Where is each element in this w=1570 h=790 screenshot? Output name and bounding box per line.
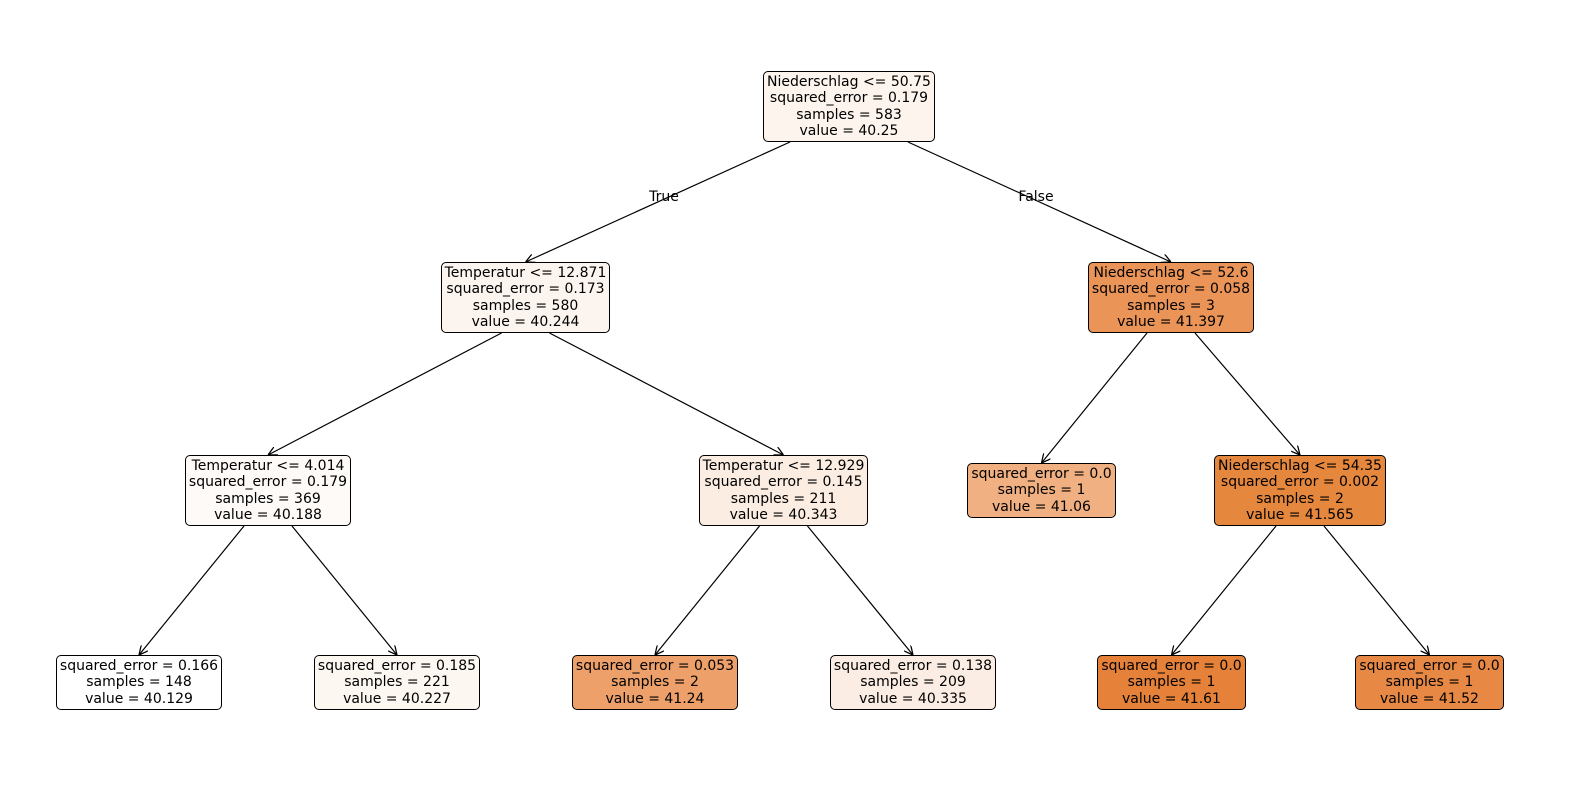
node-text-line: value = 40.188 <box>214 507 322 523</box>
node-text-line: Temperatur <= 12.929 <box>702 457 865 474</box>
node-text-line: value = 40.129 <box>85 690 193 707</box>
tree-edge-n5-n6 <box>655 525 760 655</box>
node-text-line: squared_error = 0.179 <box>188 474 348 490</box>
node-text-line: value = 41.24 <box>605 690 705 707</box>
node-text-line: samples = 583 <box>796 106 902 123</box>
node-text-line: Temperatur <= 12.871 <box>444 264 607 281</box>
tree-edge-n10-n12 <box>1323 525 1430 655</box>
node-text-line: samples = 1 <box>1385 674 1474 691</box>
node-text-line: squared_error = 0.0 <box>1359 657 1500 674</box>
tree-edge-n5-n7 <box>807 525 914 655</box>
tree-edge-n1-n2 <box>268 332 502 455</box>
node-text-line: squared_error = 0.053 <box>575 657 735 674</box>
node-text-line: value = 41.397 <box>1117 314 1225 330</box>
node-text-line: value = 40.244 <box>471 314 580 330</box>
tree-edge-n2-n3 <box>139 525 245 655</box>
node-text-line: samples = 1 <box>1127 674 1216 691</box>
node-text-line: squared_error = 0.002 <box>1220 474 1380 490</box>
node-text-line: samples = 1 <box>997 482 1086 499</box>
node-text-line: value = 40.343 <box>729 507 838 523</box>
branch-label-false: False <box>1018 189 1054 205</box>
node-text-line: Niederschlag <= 52.6 <box>1093 264 1249 281</box>
node-text-line: value = 41.06 <box>992 498 1091 515</box>
branch-label-true: True <box>649 189 679 205</box>
node-text-line: squared_error = 0.173 <box>446 281 605 297</box>
node-text-line: samples = 221 <box>344 674 450 691</box>
node-text-line: squared_error = 0.0 <box>1101 657 1242 674</box>
tree-edge-n10-n11 <box>1172 525 1277 655</box>
node-text-line: Niederschlag <= 54.35 <box>1218 457 1382 474</box>
node-text-line: samples = 580 <box>472 297 579 314</box>
node-text-line: value = 40.335 <box>859 690 967 707</box>
node-text-line: samples = 3 <box>1127 297 1215 314</box>
node-text-line: squared_error = 0.179 <box>769 90 929 106</box>
node-text-line: value = 41.565 <box>1246 507 1354 523</box>
node-text-line: value = 41.52 <box>1380 690 1479 707</box>
node-text-line: Temperatur <= 4.014 <box>191 457 345 474</box>
node-text-line: samples = 211 <box>730 490 837 507</box>
node-text-line: samples = 209 <box>860 674 966 691</box>
node-text-line: squared_error = 0.166 <box>59 657 219 674</box>
node-text-line: squared_error = 0.145 <box>704 474 863 490</box>
node-text-line: samples = 148 <box>86 674 192 691</box>
node-text-line: squared_error = 0.0 <box>971 465 1112 482</box>
node-text-line: squared_error = 0.058 <box>1091 281 1251 297</box>
node-text-line: squared_error = 0.138 <box>833 657 993 674</box>
node-text-line: value = 40.227 <box>343 690 451 707</box>
node-text-line: samples = 369 <box>215 490 321 507</box>
node-text-line: squared_error = 0.185 <box>317 657 477 674</box>
tree-edge-n8-n10 <box>1194 332 1300 455</box>
node-text-line: samples = 2 <box>1256 490 1344 507</box>
node-text-line: value = 40.25 <box>799 123 899 139</box>
tree-edge-n2-n4 <box>291 525 397 655</box>
node-text-line: Niederschlag <= 50.75 <box>767 73 931 90</box>
tree-edge-n8-n9 <box>1042 332 1148 463</box>
node-text-line: samples = 2 <box>611 674 699 691</box>
tree-edge-n1-n5 <box>549 332 784 455</box>
node-text-line: value = 41.61 <box>1122 690 1221 707</box>
tree-edge-n0-n1 <box>526 141 791 262</box>
tree-edge-n0-n8 <box>907 141 1171 262</box>
